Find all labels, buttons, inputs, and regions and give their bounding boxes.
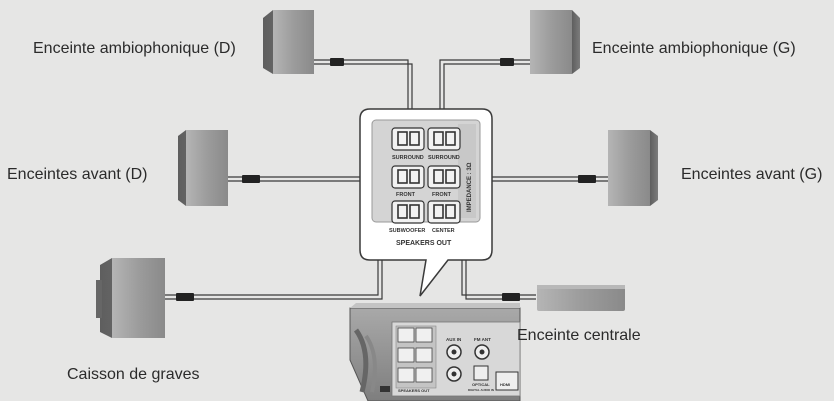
terminal-surround-r	[391, 127, 425, 151]
speaker-center-icon	[537, 285, 625, 311]
plug-front-right	[242, 175, 260, 183]
label-surround-left: Enceinte ambiophonique (G)	[592, 40, 796, 57]
label-front-left: Enceintes avant (G)	[681, 166, 823, 183]
plug-center	[502, 293, 520, 301]
panel-label-center: CENTER	[432, 228, 455, 234]
terminal-front-l	[427, 165, 461, 189]
unit-label-optical: OPTICAL	[472, 382, 490, 387]
panel-label-impedance: IMPEDANCE : 3Ω	[467, 162, 473, 212]
unit-label-digital-audio-in: DIGITAL AUDIO IN	[468, 388, 494, 392]
unit-label-aux-in: AUX IN	[446, 337, 461, 342]
terminal-subwoofer	[391, 200, 425, 224]
speaker-front-left-icon	[608, 130, 658, 206]
panel-label-speakers-out: SPEAKERS OUT	[396, 240, 452, 247]
plug-subwoofer	[176, 293, 194, 301]
plug-surround-right	[330, 58, 344, 66]
speaker-surround-right-icon	[263, 10, 314, 74]
plug-front-left	[578, 175, 596, 183]
label-center: Enceinte centrale	[517, 327, 641, 344]
unit-label-speakers-out: SPEAKERS OUT	[398, 388, 430, 393]
label-front-right: Enceintes avant (D)	[7, 166, 148, 183]
label-surround-right: Enceinte ambiophonique (D)	[33, 40, 236, 57]
cable-surround-right-2	[314, 63, 413, 130]
terminal-front-r	[391, 165, 425, 189]
speaker-subwoofer-icon	[96, 258, 165, 338]
panel-label-surround-l: SURROUND	[428, 155, 460, 161]
label-subwoofer: Caisson de graves	[67, 366, 200, 383]
panel-label-subwoofer: SUBWOOFER	[389, 228, 425, 234]
speakers-out-callout: SURROUND SURROUND FRONT FRONT SUBWOOFER …	[359, 108, 493, 297]
speaker-front-right-icon	[178, 130, 228, 206]
speaker-surround-left-icon	[530, 10, 580, 74]
terminal-surround-l	[427, 127, 461, 151]
cable-plugs	[176, 58, 596, 301]
unit-label-hdmi: HDMI	[500, 382, 510, 387]
terminal-center	[427, 200, 461, 224]
panel-label-front-r: FRONT	[396, 192, 416, 198]
unit-label-fm-ant: FM ANT	[474, 337, 491, 342]
panel-label-front-l: FRONT	[432, 192, 452, 198]
panel-label-surround-r: SURROUND	[392, 155, 424, 161]
plug-surround-left	[500, 58, 514, 66]
main-unit-rear-icon: AUX IN FM ANT OPTICAL DIGITAL AUDIO IN S…	[349, 303, 521, 401]
cable-surround-right	[314, 59, 409, 130]
